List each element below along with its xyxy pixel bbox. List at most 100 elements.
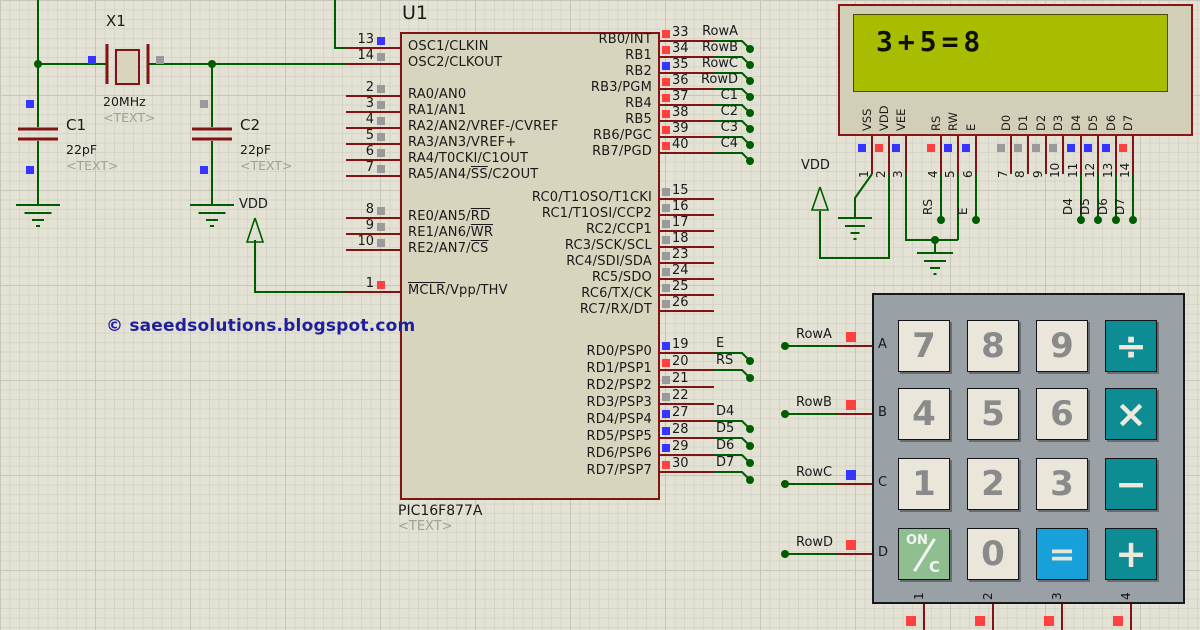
chip-pin-25-marker [662, 284, 670, 292]
chip-pin-7-number: 7 [365, 160, 374, 175]
chip-pin-15-stub [660, 198, 714, 200]
net-marker-square [26, 166, 34, 174]
net-marker-square [88, 56, 96, 64]
junction-dot [972, 216, 980, 224]
keypad-button-6[interactable]: 6 [1036, 388, 1088, 440]
cap1-text-placeholder: <TEXT> [66, 158, 119, 173]
chip-pin-27-number: 27 [672, 405, 689, 420]
junction-dot [746, 442, 754, 450]
keypad-button-+[interactable]: + [1105, 528, 1157, 580]
net-label-C1: C1 [720, 88, 738, 103]
net-label-E: E [956, 207, 970, 215]
lcd-pin-8-name: D1 [1016, 114, 1030, 131]
lcd-pin-7-stub [1010, 136, 1012, 174]
pic16f877a-chip-body[interactable] [400, 32, 660, 500]
lcd-pin-13-name: D6 [1104, 114, 1118, 131]
junction-dot [746, 459, 754, 467]
net-label-D7: D7 [1113, 198, 1127, 215]
chip-pin-39-marker [662, 126, 670, 134]
chip-pin-26-marker [662, 300, 670, 308]
keypad-button-=[interactable]: = [1036, 528, 1088, 580]
keypad-button-3[interactable]: 3 [1036, 458, 1088, 510]
lcd-pin-6-name: E [964, 123, 978, 131]
chip-pin-1-number: 1 [365, 276, 374, 291]
keypad-button-÷[interactable]: ÷ [1105, 320, 1157, 372]
keypad-button-−[interactable]: − [1105, 458, 1157, 510]
junction-dot [1112, 216, 1120, 224]
chip-pin-36-marker [662, 78, 670, 86]
chip-pin-37-stub [660, 104, 714, 106]
net-marker-square [200, 100, 208, 108]
chip-pin-25-stub [660, 294, 714, 296]
keypad-button-5[interactable]: 5 [967, 388, 1019, 440]
net-label-RowA-keypad: RowA [796, 327, 832, 342]
chip-pin-26-name: RC7/RX/DT [579, 302, 652, 317]
lcd-pin-1-marker [858, 144, 866, 152]
net-label-RowC-keypad: RowC [796, 465, 833, 480]
chip-pin-29-name: RD6/PSP6 [586, 446, 652, 461]
chip-pin-5-number: 5 [365, 128, 374, 143]
net-label-RowA: RowA [702, 24, 738, 39]
chip-pin-35-marker [662, 62, 670, 70]
keypad-col-label-2: 2 [981, 592, 995, 600]
net-marker-square [26, 100, 34, 108]
keypad-button-0[interactable]: 0 [967, 528, 1019, 580]
net-marker-square [846, 332, 856, 342]
chip-pin-27-name: RD4/PSP4 [586, 412, 652, 427]
lcd-pin-11-name: D4 [1069, 114, 1083, 131]
chip-pin-40-stub [660, 152, 714, 154]
chip-pin-37-marker [662, 94, 670, 102]
lcd-pin-5-stub [957, 136, 959, 174]
chip-pin-6-marker [377, 149, 385, 157]
keypad-button-7[interactable]: 7 [898, 320, 950, 372]
net-label-D7: D7 [716, 455, 735, 470]
chip-pin-5-stub [346, 143, 400, 145]
keypad-button-4[interactable]: 4 [898, 388, 950, 440]
lcd-module-body[interactable]: 3+5=8 [838, 4, 1193, 136]
lcd-pin-10-stub [1062, 136, 1064, 174]
lcd-pin-9-name: D2 [1034, 114, 1048, 131]
chip-pin-9-name: RE1/AN6/WR [408, 225, 494, 240]
chip-pin-29-number: 29 [672, 439, 689, 454]
keypad-button-on-label: ON [906, 533, 928, 548]
wire [905, 174, 958, 241]
lcd-pin-9-number: 9 [1031, 170, 1045, 178]
wire [854, 173, 873, 218]
keypad-button-1[interactable]: 1 [898, 458, 950, 510]
chip-pin-25-number: 25 [672, 279, 689, 294]
net-label-RowB: RowB [702, 40, 738, 55]
net-label-D5: D5 [1078, 198, 1092, 215]
chip-pin-7-marker [377, 165, 385, 173]
lcd-pin-7-name: D0 [999, 114, 1013, 131]
keypad-button-×[interactable]: × [1105, 388, 1157, 440]
copyright-text: © saeedsolutions.blogspot.com [106, 316, 416, 336]
chip-pin-14-name: OSC2/CLKOUT [408, 55, 503, 70]
lcd-pin-11-number: 11 [1066, 162, 1080, 178]
chip-pin-20-number: 20 [672, 354, 689, 369]
chip-pin-14-number: 14 [357, 48, 374, 63]
net-label-RowC: RowC [701, 56, 738, 71]
crystal-body [115, 49, 140, 85]
keypad-button-9[interactable]: 9 [1036, 320, 1088, 372]
junction-dot [1094, 216, 1102, 224]
chip-pin-5-marker [377, 133, 385, 141]
chip-pin-3-number: 3 [365, 96, 374, 111]
net-label-D6: D6 [1096, 198, 1110, 215]
lcd-pin-12-marker [1084, 144, 1092, 152]
lcd-pin-13-number: 13 [1101, 162, 1115, 178]
lcd-pin-9-marker [1032, 144, 1040, 152]
chip-pin-10-number: 10 [357, 234, 374, 249]
net-label-RowD: RowD [700, 72, 738, 87]
junction-dot [746, 93, 754, 101]
net-label-RowD-keypad: RowD [796, 535, 834, 550]
chip-pin-36-name: RB3/PGM [590, 80, 652, 95]
chip-pin-22-name: RD3/PSP3 [586, 395, 652, 410]
keypad-button-2[interactable]: 2 [967, 458, 1019, 510]
keypad-button-8[interactable]: 8 [967, 320, 1019, 372]
chip-pin-24-name: RC5/SDO [591, 270, 652, 285]
net-marker-square [156, 56, 164, 64]
chip-pin-22-number: 22 [672, 388, 689, 403]
chip-pin-36-stub [660, 88, 714, 90]
lcd-pin-10-number: 10 [1048, 162, 1062, 178]
